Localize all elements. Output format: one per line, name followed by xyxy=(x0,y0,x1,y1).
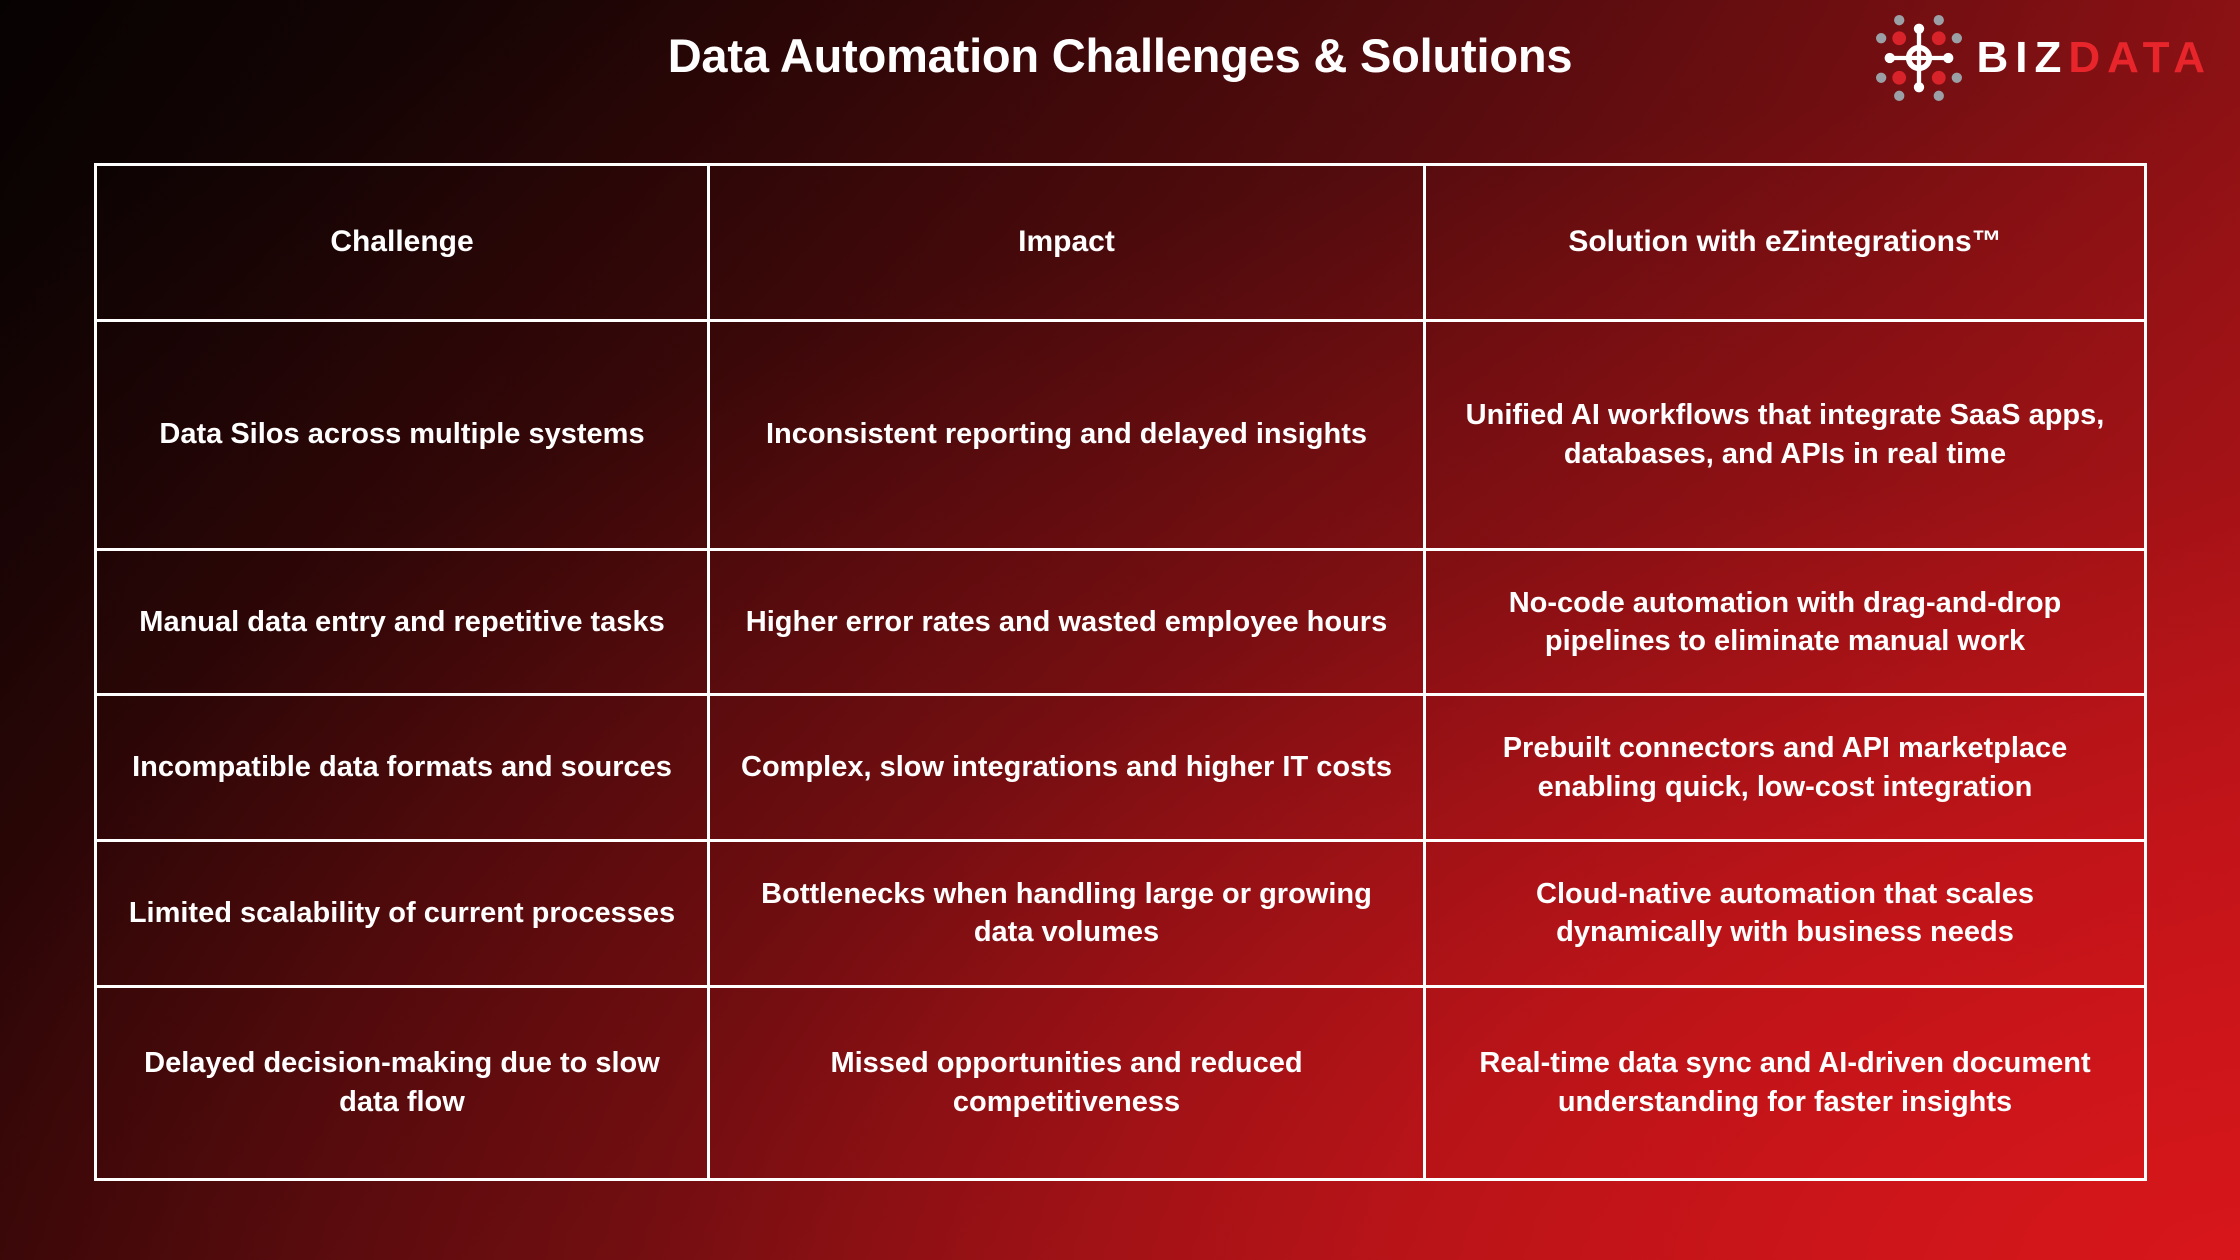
slide-header: Data Automation Challenges & Solutions xyxy=(0,0,2240,120)
cell-impact: Higher error rates and wasted employee h… xyxy=(707,550,1423,694)
cell-challenge: Limited scalability of current processes xyxy=(128,897,676,930)
cell-solution: Prebuilt connectors and API marketplace … xyxy=(1423,696,2144,840)
logo-text-data: DATA xyxy=(2068,33,2212,82)
cell-solution: Real-time data sync and AI-driven docume… xyxy=(1423,987,2144,1179)
cell-challenge: Delayed decision-making due to slow data… xyxy=(144,1047,660,1118)
table-row: Limited scalability of current processes… xyxy=(97,839,2144,985)
cell-solution: No-code automation with drag-and-drop pi… xyxy=(1423,550,2144,694)
cell-impact: Complex, slow integrations and higher IT… xyxy=(707,696,1423,840)
column-header-challenge: Challenge xyxy=(330,225,474,259)
table-row: Delayed decision-making due to slow data… xyxy=(97,984,2144,1179)
comparison-table: Challenge Impact Solution with eZintegra… xyxy=(94,163,2147,1181)
cell-challenge: Manual data entry and repetitive tasks xyxy=(139,605,665,638)
column-header-solution: Solution with eZintegrations™ xyxy=(1423,166,2144,319)
table-row: Incompatible data formats and sources Co… xyxy=(97,693,2144,840)
cell-solution: Cloud-native automation that scales dyna… xyxy=(1423,842,2144,985)
page-title: Data Automation Challenges & Solutions xyxy=(667,29,1573,82)
brand-logo: BIZ DATA xyxy=(1876,14,2212,102)
logo-wordmark: BIZ DATA xyxy=(1976,36,2212,80)
table-header-row: Challenge Impact Solution with eZintegra… xyxy=(97,166,2144,319)
cell-impact: Inconsistent reporting and delayed insig… xyxy=(707,321,1423,548)
column-header-impact: Impact xyxy=(707,166,1423,319)
table-row: Data Silos across multiple systems Incon… xyxy=(97,318,2144,548)
network-hub-icon xyxy=(1876,15,1963,101)
cell-impact: Bottlenecks when handling large or growi… xyxy=(707,842,1423,985)
table-row: Manual data entry and repetitive tasks H… xyxy=(97,547,2144,694)
cell-challenge: Data Silos across multiple systems xyxy=(159,418,645,451)
logo-text-biz: BIZ xyxy=(1976,33,2069,82)
cell-challenge: Incompatible data formats and sources xyxy=(132,751,672,784)
cell-impact: Missed opportunities and reduced competi… xyxy=(707,987,1423,1179)
cell-solution: Unified AI workflows that integrate SaaS… xyxy=(1423,321,2144,548)
